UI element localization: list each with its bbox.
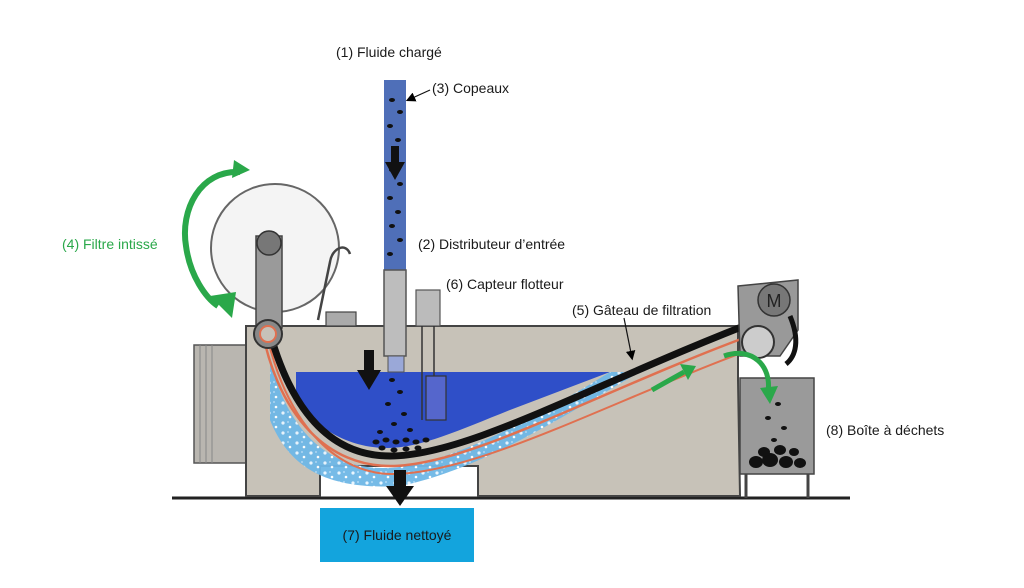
filtration-belt (264, 312, 772, 460)
label-fluide-charge: (1) Fluide chargé (336, 44, 442, 60)
clean-fluid-label-box: (7) Fluide nettoyé (320, 508, 474, 562)
float (425, 375, 447, 421)
label-boite-dechets: (8) Boîte à déchets (826, 422, 945, 438)
filter-line (260, 329, 761, 468)
filter-rotation-arrow (182, 168, 241, 309)
motor-label: M (767, 291, 782, 311)
liquid-blue (296, 372, 610, 448)
label-gateau: (5) Gâteau de filtration (572, 302, 712, 318)
pipe-flow-arrow (385, 146, 405, 180)
side-panel (193, 344, 247, 464)
label-copeaux: (3) Copeaux (432, 80, 510, 96)
motor (757, 283, 791, 317)
copeaux-leader (405, 89, 431, 102)
clean-fluid-box (320, 508, 474, 562)
filter-media (270, 360, 640, 487)
label-capteur-flotteur: (6) Capteur flotteur (446, 276, 564, 292)
chips-in-liquid (372, 378, 430, 453)
liquid-inflow-arrow (357, 350, 381, 390)
float-sensor-box (415, 289, 441, 327)
discharge-arrow (723, 350, 771, 393)
outflow-arrow (386, 470, 414, 506)
belt-direction-arrow (650, 369, 686, 393)
label-distributeur: (2) Distributeur d’entrée (418, 236, 566, 252)
waste-chips (749, 388, 806, 468)
gateau-leader (623, 317, 636, 361)
label-filtre-intisse: (4) Filtre intissé (62, 236, 158, 252)
label-fluide-nettoye: (7) Fluide nettoyé (342, 527, 452, 543)
distributor (383, 269, 407, 357)
